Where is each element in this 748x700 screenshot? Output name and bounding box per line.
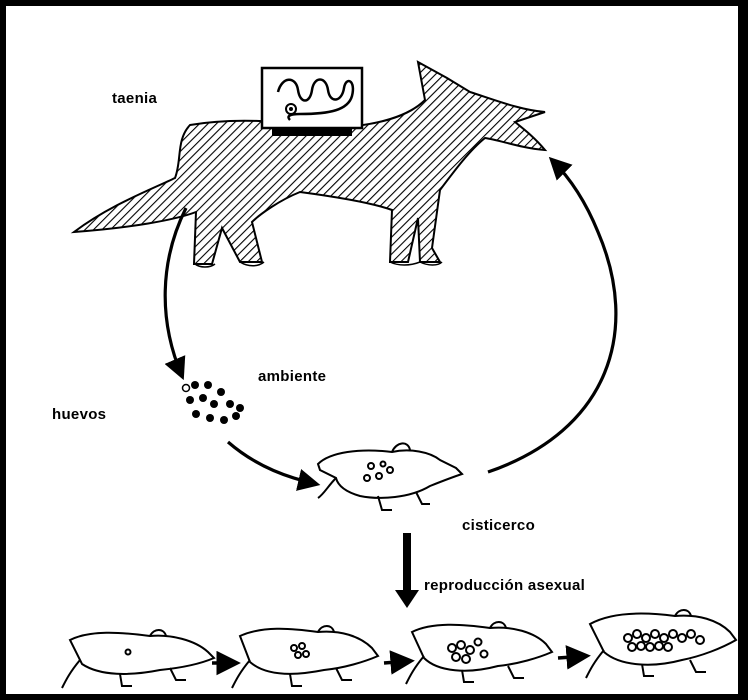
rodent-stage-4 — [586, 610, 736, 678]
eggs-icon — [183, 381, 245, 424]
rodent-stage-1 — [62, 630, 214, 688]
rodent-stage-2 — [232, 626, 378, 688]
rodent-stage-3 — [406, 622, 552, 684]
rodent-icon — [318, 443, 462, 510]
label-huevos: huevos — [52, 406, 106, 423]
label-cisticerco: cisticerco — [462, 517, 535, 534]
label-ambiente: ambiente — [258, 368, 326, 385]
tapeworm-icon — [262, 68, 362, 136]
rodent-sequence — [62, 610, 736, 688]
label-reproduccion-asexual: reproducción asexual — [424, 577, 585, 594]
down-arrow-icon — [395, 533, 419, 608]
label-taenia: taenia — [112, 90, 157, 107]
